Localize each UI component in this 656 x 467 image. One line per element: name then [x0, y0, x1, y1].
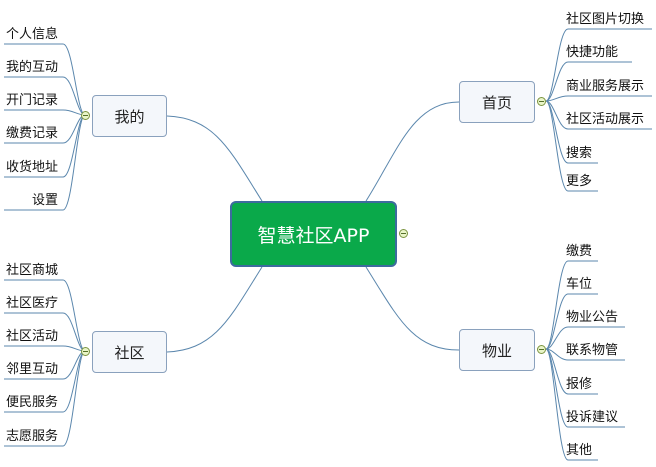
connector-central-wode — [166, 115, 263, 202]
leaf-shouye[interactable]: 搜索 — [566, 146, 593, 161]
leaf-wode[interactable]: 个人信息 — [6, 27, 59, 42]
connector-leaf — [545, 95, 652, 102]
collapse-toggle-icon[interactable] — [399, 229, 408, 238]
branch-wode-label: 我的 — [114, 107, 145, 126]
connector-leaf — [545, 260, 598, 350]
leaf-shouye[interactable]: 社区图片切换 — [566, 12, 645, 27]
branch-wode[interactable]: 我的 — [92, 95, 167, 137]
connector-leaf — [545, 61, 632, 102]
leaf-wuye[interactable]: 投诉建议 — [566, 410, 619, 425]
branch-shequ-label: 社区 — [114, 343, 145, 362]
collapse-toggle-icon[interactable] — [81, 111, 90, 120]
leaf-shouye[interactable]: 社区活动展示 — [566, 112, 645, 127]
branch-wuye[interactable]: 物业 — [459, 329, 535, 371]
branch-shouye[interactable]: 首页 — [459, 81, 535, 123]
connector-leaf — [4, 345, 86, 352]
leaf-shequ[interactable]: 社区医疗 — [6, 296, 59, 311]
leaf-shequ[interactable]: 志愿服务 — [6, 429, 59, 444]
leaf-wuye[interactable]: 报修 — [566, 377, 593, 392]
connector-leaf — [545, 293, 598, 350]
leaf-shequ[interactable]: 便民服务 — [6, 395, 59, 410]
connector-leaf — [4, 109, 86, 116]
collapse-toggle-icon[interactable] — [81, 347, 90, 356]
branch-shequ[interactable]: 社区 — [92, 331, 167, 373]
connector-central-shouye — [365, 101, 460, 202]
connector-central-shequ — [166, 266, 263, 353]
leaf-wuye[interactable]: 联系物管 — [566, 343, 619, 358]
leaf-shequ[interactable]: 社区活动 — [6, 329, 59, 344]
leaf-shequ[interactable]: 社区商城 — [6, 263, 59, 278]
connector-leaf — [545, 348, 598, 461]
central-topic-label: 智慧社区APP — [257, 224, 370, 247]
leaf-wode[interactable]: 收货地址 — [6, 160, 59, 175]
branch-wuye-label: 物业 — [481, 341, 512, 360]
leaf-shouye[interactable]: 商业服务展示 — [566, 79, 645, 94]
connector-leaf — [545, 28, 652, 102]
leaf-wode[interactable]: 开门记录 — [6, 93, 59, 108]
connector-leaf — [545, 326, 625, 350]
connector-central-wuye — [365, 266, 460, 351]
leaf-wode[interactable]: 设置 — [32, 193, 59, 208]
connector-leaf — [545, 348, 625, 361]
leaf-wuye[interactable]: 其他 — [566, 443, 593, 458]
leaf-shouye[interactable]: 更多 — [566, 174, 593, 189]
leaf-wode[interactable]: 我的互动 — [6, 60, 59, 75]
leaf-wuye[interactable]: 车位 — [566, 277, 593, 292]
connector-leaf — [545, 100, 652, 130]
collapse-toggle-icon[interactable] — [537, 97, 546, 106]
branch-shouye-label: 首页 — [481, 93, 512, 112]
leaf-shequ[interactable]: 邻里互动 — [6, 362, 59, 377]
connector-leaf — [545, 100, 598, 192]
leaf-wuye[interactable]: 物业公告 — [566, 310, 619, 325]
leaf-wuye[interactable]: 缴费 — [566, 244, 593, 259]
leaf-wode[interactable]: 缴费记录 — [6, 126, 59, 141]
collapse-toggle-icon[interactable] — [537, 345, 546, 354]
central-topic[interactable]: 智慧社区APP — [230, 201, 397, 267]
leaf-shouye[interactable]: 快捷功能 — [566, 45, 619, 60]
